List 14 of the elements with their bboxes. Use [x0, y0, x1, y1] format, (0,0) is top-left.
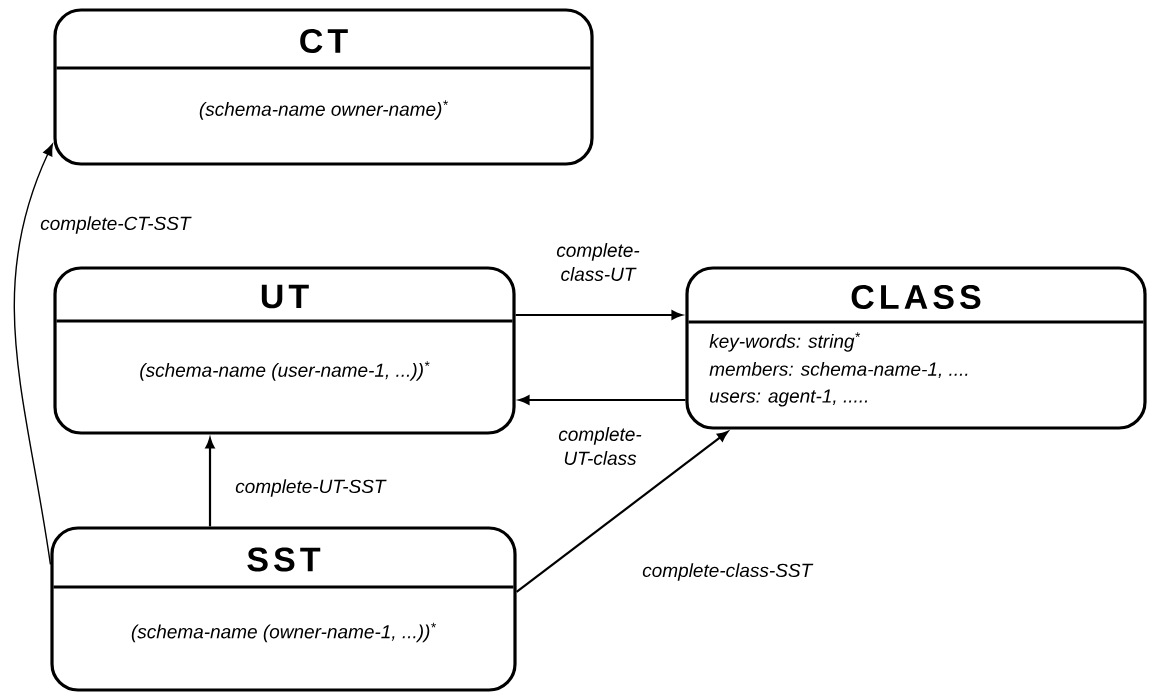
edge-label: complete-UT-SST: [233, 477, 388, 499]
class-box: CT (schema-name owner-name)$^{*}$: [53, 8, 594, 166]
arrow: [515, 431, 729, 593]
arrow: [205, 437, 215, 527]
arrow: [13, 143, 53, 566]
class-box: UT (schema-name (user-name-1, ...))$^{*}$: [53, 266, 516, 435]
edge-label: complete- UT-class: [543, 425, 657, 467]
edge-label: complete-class-SST: [640, 561, 815, 583]
edge-label: complete- class-UT: [541, 241, 655, 283]
arrow: [518, 395, 686, 405]
class-box: CLASS key-words: string$^{*}$ members: schema-name-1, .... users: agent-1, .....: [685, 266, 1147, 430]
edge-label: complete-CT-SST: [38, 214, 193, 236]
class-box: SST (schema-name (owner-name-1, ...))$^{*}$: [50, 526, 517, 692]
arrow: [515, 310, 683, 320]
